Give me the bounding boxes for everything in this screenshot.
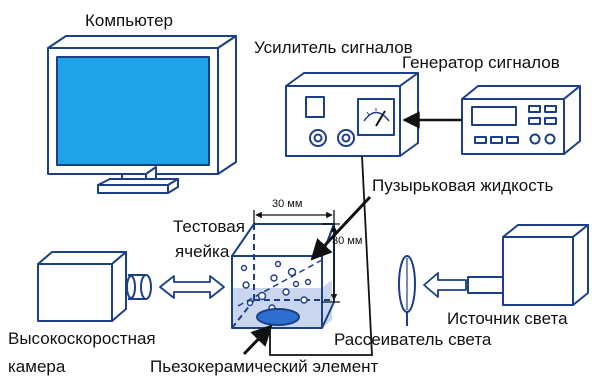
test-cell-label-line1: Тестовая	[173, 217, 245, 236]
bubble-liquid-label: Пузырьковая жидкость	[372, 176, 554, 195]
dimension-lines	[253, 210, 340, 303]
computer-label: Компьютер	[85, 11, 173, 30]
diffuser-lens-icon	[398, 255, 416, 326]
piezo-label: Пьезокерамический элемент	[150, 357, 379, 376]
light-arrow	[423, 272, 467, 298]
camera-cell-double-arrow	[159, 275, 225, 299]
width-dimension-label: 30 мм	[272, 198, 303, 210]
test-cell-label-line2: ячейка	[175, 242, 230, 261]
signal-generator-icon	[461, 85, 581, 155]
amplifier-icon	[285, 72, 419, 157]
light-source-label: Источник света	[447, 309, 568, 328]
height-dimension-label: 30 мм	[332, 235, 363, 247]
amplifier-label: Усилитель сигналов	[254, 38, 413, 57]
camera-label-line2: камера	[8, 357, 66, 376]
piezo-element-icon	[256, 308, 300, 326]
generator-label: Генератор сигналов	[402, 53, 560, 72]
bubble-liquid-arrow	[310, 195, 372, 261]
monitor-icon	[47, 35, 237, 194]
diffuser-label: Рассеиватель света	[334, 330, 492, 349]
light-source-icon	[467, 224, 589, 306]
camera-label-line1: Высокоскоростная	[8, 329, 156, 348]
camera-icon	[37, 251, 152, 322]
piezo-arrow	[242, 324, 273, 356]
